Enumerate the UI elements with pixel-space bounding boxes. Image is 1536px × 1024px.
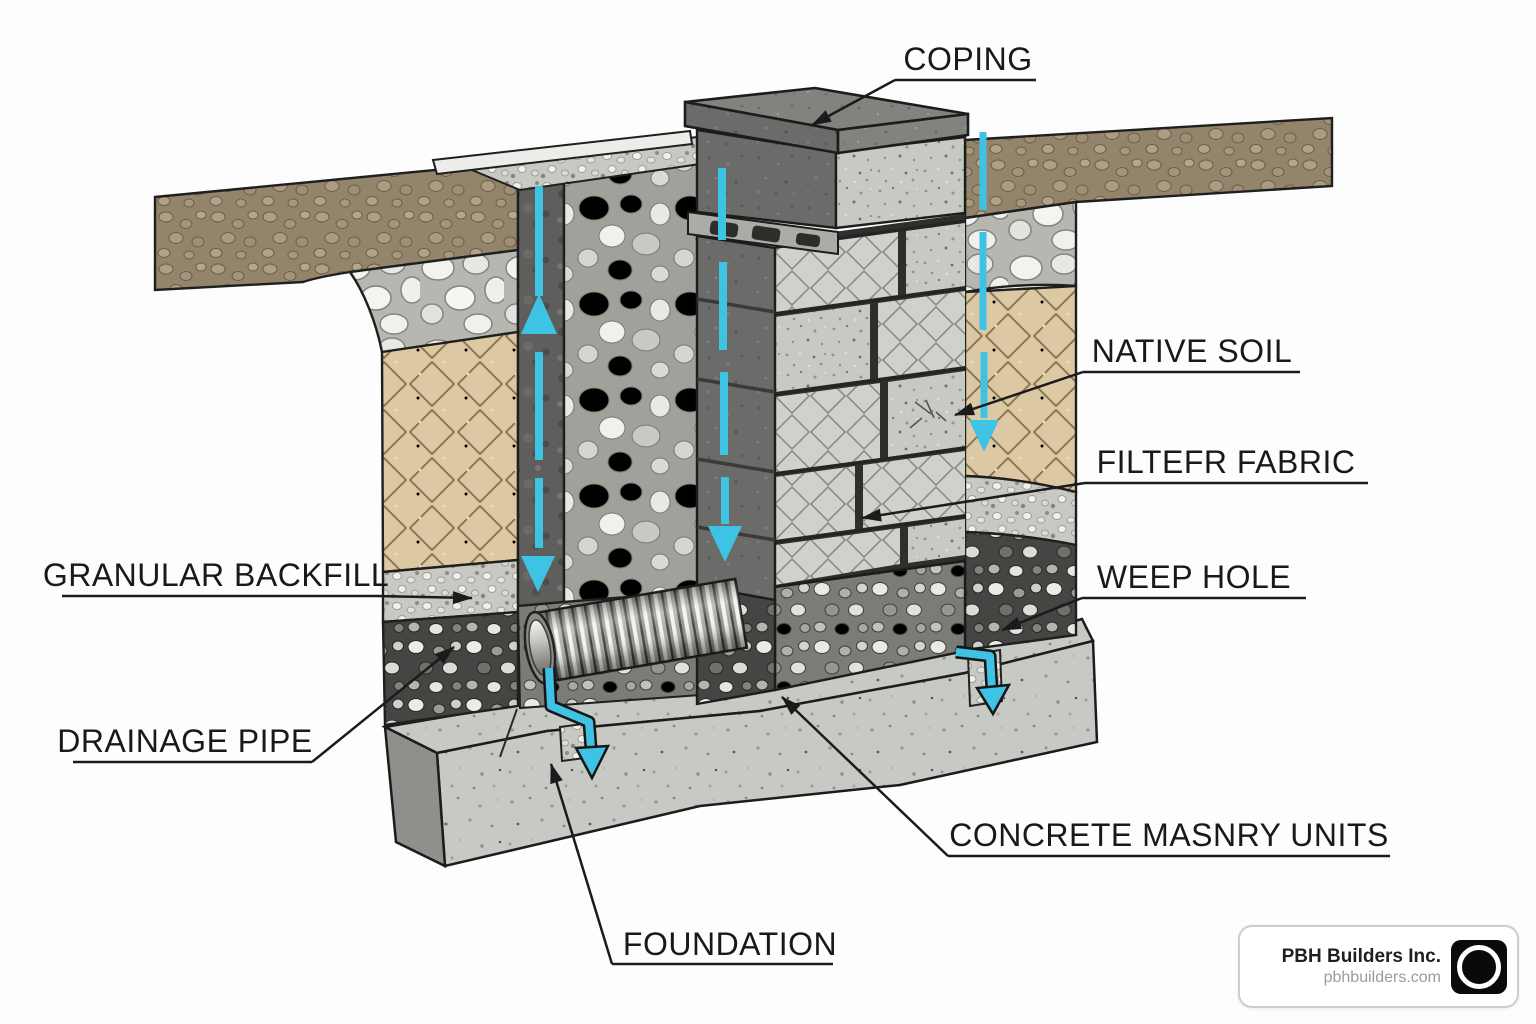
callout-labels: COPING NATIVE SOIL FILTEFR FABRIC WEEP H…: [43, 41, 1390, 966]
water-pipe-outflow-arrow: [542, 667, 611, 781]
right-topsoil-layer: [963, 116, 1334, 220]
cmu-hollow-core: [795, 232, 821, 248]
left-soil-bank: [153, 160, 520, 727]
company-website: pbhbuilders.com: [1323, 969, 1441, 987]
mortar-joint-lines: [774, 219, 966, 589]
fabric-sheet-edge: [431, 129, 694, 176]
company-name: PBH Builders Inc.: [1281, 945, 1441, 967]
label-drainage-pipe-text: DRAINAGE PIPE: [57, 723, 312, 759]
label-concrete-masonry-units-text: CONCRETE MASNRY UNITS: [949, 817, 1389, 853]
watermark-card: PBH Builders Inc. pbhbuilders.com: [1238, 925, 1519, 1008]
wall-front-face: [695, 234, 777, 602]
cmu-block: [863, 451, 965, 528]
cmu-block: [906, 223, 965, 294]
left-coarse-gravel-layer: [381, 610, 520, 727]
cmu-block: [775, 466, 855, 540]
label-filter-fabric-text: FILTEFR FABRIC: [1097, 444, 1356, 480]
right-coarse-gravel-layer: [963, 530, 1078, 652]
label-weep-hole: WEEP HOLE: [1001, 559, 1306, 632]
leader-line: [549, 763, 614, 965]
company-logo-icon: [1451, 939, 1507, 994]
right-soil-bank: [963, 116, 1334, 652]
cmu-block: [878, 291, 965, 378]
foundation-footing: [381, 617, 1099, 869]
water-weep-outflow-arrow: [955, 645, 1012, 717]
water-arrow-down-icon: [969, 420, 999, 452]
coping-side-face: [836, 112, 970, 155]
leader-line: [377, 591, 473, 605]
label-native-soil-text: NATIVE SOIL: [1092, 333, 1293, 369]
water-arrow-down-icon: [708, 526, 742, 562]
label-foundation: FOUNDATION: [549, 763, 837, 966]
footing-left-face: [383, 724, 447, 869]
label-coping-text: COPING: [903, 41, 1032, 77]
label-weep-hole-text: WEEP HOLE: [1097, 559, 1291, 595]
label-granular-backfill-text: GRANULAR BACKFILL: [43, 557, 389, 593]
cmu-block: [908, 519, 965, 563]
water-arrow-down-icon: [521, 556, 555, 592]
logo-ring-icon: [1457, 944, 1501, 989]
leader-line: [861, 481, 1086, 522]
leader-line: [781, 696, 949, 857]
wall-front-joints: [696, 297, 776, 542]
left-native-soil-layer: [380, 330, 520, 574]
cmu-hollow-core: [751, 225, 781, 243]
leader-line: [1001, 596, 1083, 632]
water-dashed-line-wall: [718, 168, 729, 524]
leader-line: [311, 646, 455, 763]
watermark-text: PBH Builders Inc. pbhbuilders.com: [1282, 945, 1441, 989]
cmu-block: [775, 528, 900, 585]
leader-line: [954, 370, 1084, 417]
label-foundation-text: FOUNDATION: [623, 926, 837, 962]
label-coping: COPING: [811, 41, 1036, 127]
cmu-block: [888, 371, 965, 457]
label-granular-backfill: GRANULAR BACKFILL: [43, 557, 473, 605]
drainage-pipe: [523, 577, 749, 685]
leader-line: [811, 78, 896, 127]
label-concrete-masonry-units: CONCRETE MASNRY UNITS: [781, 696, 1390, 858]
cmu-block: [775, 304, 870, 392]
cmu-block: [775, 383, 880, 472]
footing-joint-line: [499, 708, 518, 758]
label-drainage-pipe: DRAINAGE PIPE: [57, 646, 455, 764]
water-arrow-up-icon: [521, 294, 557, 334]
left-cobble-layer: [347, 248, 520, 354]
cmu-crack-marks: [909, 399, 947, 429]
coping-block: [683, 86, 970, 155]
label-native-soil: NATIVE SOIL: [954, 333, 1300, 417]
cmu-block: [775, 232, 898, 312]
cmu-wall: [683, 86, 970, 706]
water-dashed-line-backwall: [979, 132, 988, 418]
label-filter-fabric: FILTEFR FABRIC: [861, 444, 1368, 522]
water-flow-arrows: [521, 132, 1012, 781]
